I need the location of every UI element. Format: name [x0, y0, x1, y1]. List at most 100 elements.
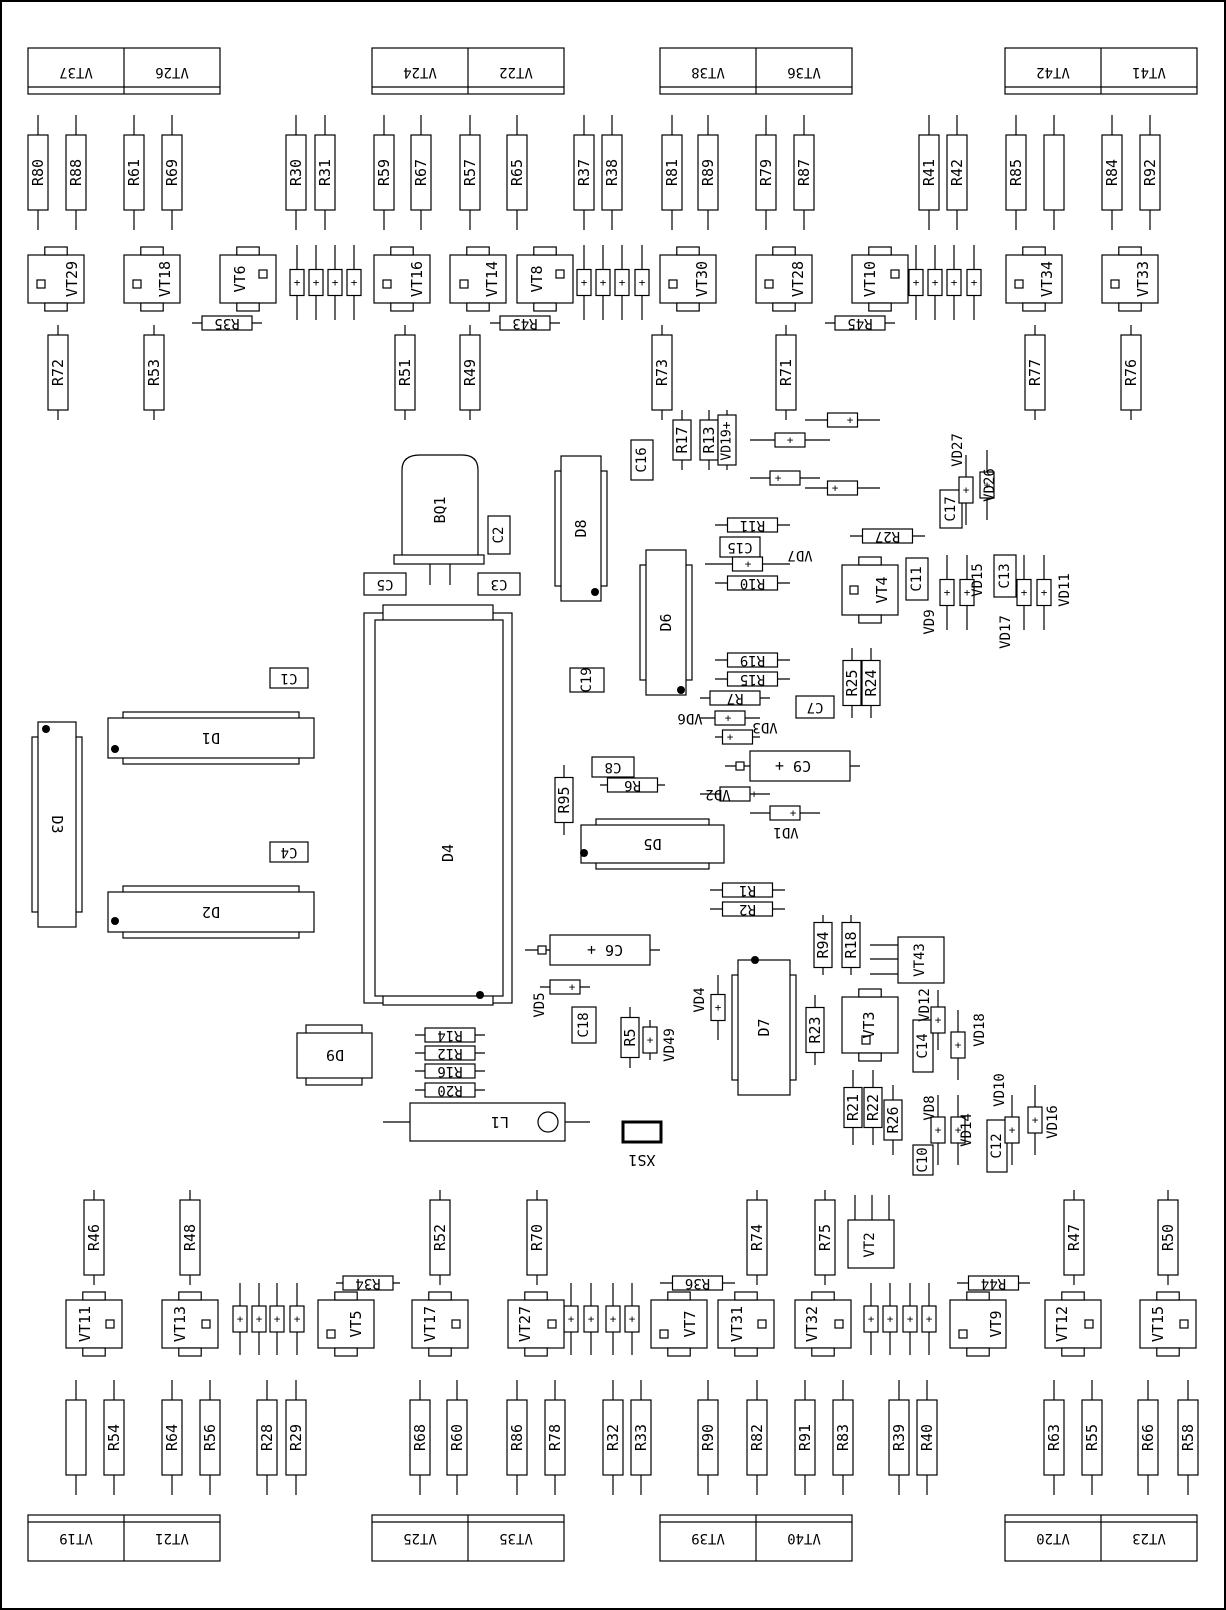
resistor-r82: R82 [746, 1380, 768, 1495]
component-label: VD49 [662, 1028, 678, 1062]
component-label: + [294, 276, 301, 289]
component-label: R92 [1141, 159, 1159, 186]
component-label: D1 [202, 729, 220, 747]
capacitor-c17: C17 [939, 489, 963, 529]
resistor-r67: R67 [410, 115, 432, 230]
resistor-r50: R50 [1157, 1190, 1179, 1285]
component-label: + [907, 1313, 914, 1326]
transistor-vt5: VT5 [317, 1291, 375, 1357]
component-label: R91 [796, 1424, 814, 1451]
component-label: + [1021, 586, 1028, 599]
component-label: VT9 [987, 1310, 1005, 1337]
diode-bottom: + [921, 1283, 937, 1355]
resistor-r76: R76 [1120, 325, 1142, 420]
capacitor-c3: C3 [477, 572, 521, 596]
component-label: VT17 [421, 1306, 439, 1342]
component-label: R63 [1045, 1424, 1063, 1451]
component-label: R39 [890, 1424, 908, 1451]
component-label: R32 [604, 1424, 622, 1451]
component-label: R26 [884, 1106, 902, 1133]
component-label: R57 [461, 159, 479, 186]
component-label: R47 [1065, 1224, 1083, 1251]
component-label: VT42 [1036, 64, 1070, 80]
component-label: R28 [258, 1424, 276, 1451]
resistor-r1: R1 [710, 882, 785, 898]
component-label: VT31 [728, 1306, 746, 1342]
resistor-r63: R63 [1043, 1380, 1065, 1495]
resistor-r75: R75 [814, 1190, 836, 1285]
component-label: R66 [1139, 1424, 1157, 1451]
component-label: D5 [643, 835, 661, 853]
diode: + [805, 412, 880, 428]
diode-vd14: +VD14 [950, 1095, 975, 1165]
component-label: R42 [948, 159, 966, 186]
component-label: R67 [412, 159, 430, 186]
capacitor-c13: C13 [993, 554, 1017, 598]
component-label: R33 [632, 1424, 650, 1451]
component-label: VT26 [155, 64, 189, 80]
component-label: + [619, 276, 626, 289]
component-label: VT11 [76, 1306, 94, 1342]
diode-top: + [966, 245, 982, 320]
component-label: R11 [740, 517, 765, 533]
component-label: R76 [1122, 359, 1140, 386]
component-label: + [951, 276, 958, 289]
capacitor-c11: C11 [905, 557, 929, 601]
component-label: VT32 [803, 1306, 821, 1342]
diode-vd1: +VD1 [750, 805, 820, 840]
component-label: C19 [579, 667, 595, 692]
component-label: + [313, 276, 320, 289]
component-label: VT37 [59, 64, 93, 80]
component-label: R84 [1103, 159, 1121, 186]
component-label: + [256, 1313, 263, 1326]
diode-vd9: +VD9 [922, 555, 955, 635]
diode-top: + [634, 245, 650, 320]
component-label: C16 [634, 447, 650, 472]
component-label: R68 [411, 1424, 429, 1451]
component-label: + [887, 1313, 894, 1326]
component-label: + [790, 807, 797, 820]
capacitor-c16: C16 [630, 439, 654, 481]
diode-bottom: + [605, 1283, 621, 1355]
resistor-r2: R2 [710, 901, 785, 917]
component-label: VT3 [860, 1011, 878, 1038]
component-label: R83 [834, 1424, 852, 1451]
component-label: BQ1 [431, 496, 449, 523]
component-label: R65 [508, 159, 526, 186]
component-label: R86 [508, 1424, 526, 1451]
resistor-r37: R37 [573, 115, 595, 230]
component-label: VT23 [1132, 1530, 1166, 1546]
resistor-r92: R92 [1139, 115, 1161, 230]
component-label: + [955, 1124, 962, 1137]
component-label: R56 [201, 1424, 219, 1451]
component-label: + [647, 1034, 654, 1047]
component-label: VD10 [992, 1073, 1008, 1107]
component-label: R44 [981, 1275, 1006, 1291]
component-label: R23 [806, 1016, 824, 1043]
component-label: VT36 [787, 64, 821, 80]
component-label: R40 [918, 1424, 936, 1451]
diode-bottom: + [289, 1283, 305, 1355]
component-label: VD19+ [720, 421, 735, 460]
component-label: VT10 [861, 261, 879, 297]
component-label: + [847, 414, 854, 427]
component-label: VT22 [499, 64, 533, 80]
resistor-r69: R69 [161, 115, 183, 230]
diode-vd18: +VD18 [950, 1010, 988, 1080]
component-label: + [932, 276, 939, 289]
component-label: VT27 [516, 1306, 534, 1342]
resistor-r85: R85 [1005, 115, 1027, 230]
resistor-r66: R66 [1137, 1380, 1159, 1495]
component-label: C10 [915, 1147, 931, 1172]
component-label: R80 [29, 159, 47, 186]
resistor-r41: R41 [918, 115, 940, 230]
component-label: + [569, 981, 576, 994]
diode: + [805, 480, 880, 496]
resistor-r81: R81 [661, 115, 683, 230]
resistor-r51: R51 [394, 325, 416, 420]
component-label: D6 [657, 613, 675, 631]
component-label: R90 [699, 1424, 717, 1451]
component-label: R75 [816, 1224, 834, 1251]
resistor-r91: R91 [794, 1380, 816, 1495]
